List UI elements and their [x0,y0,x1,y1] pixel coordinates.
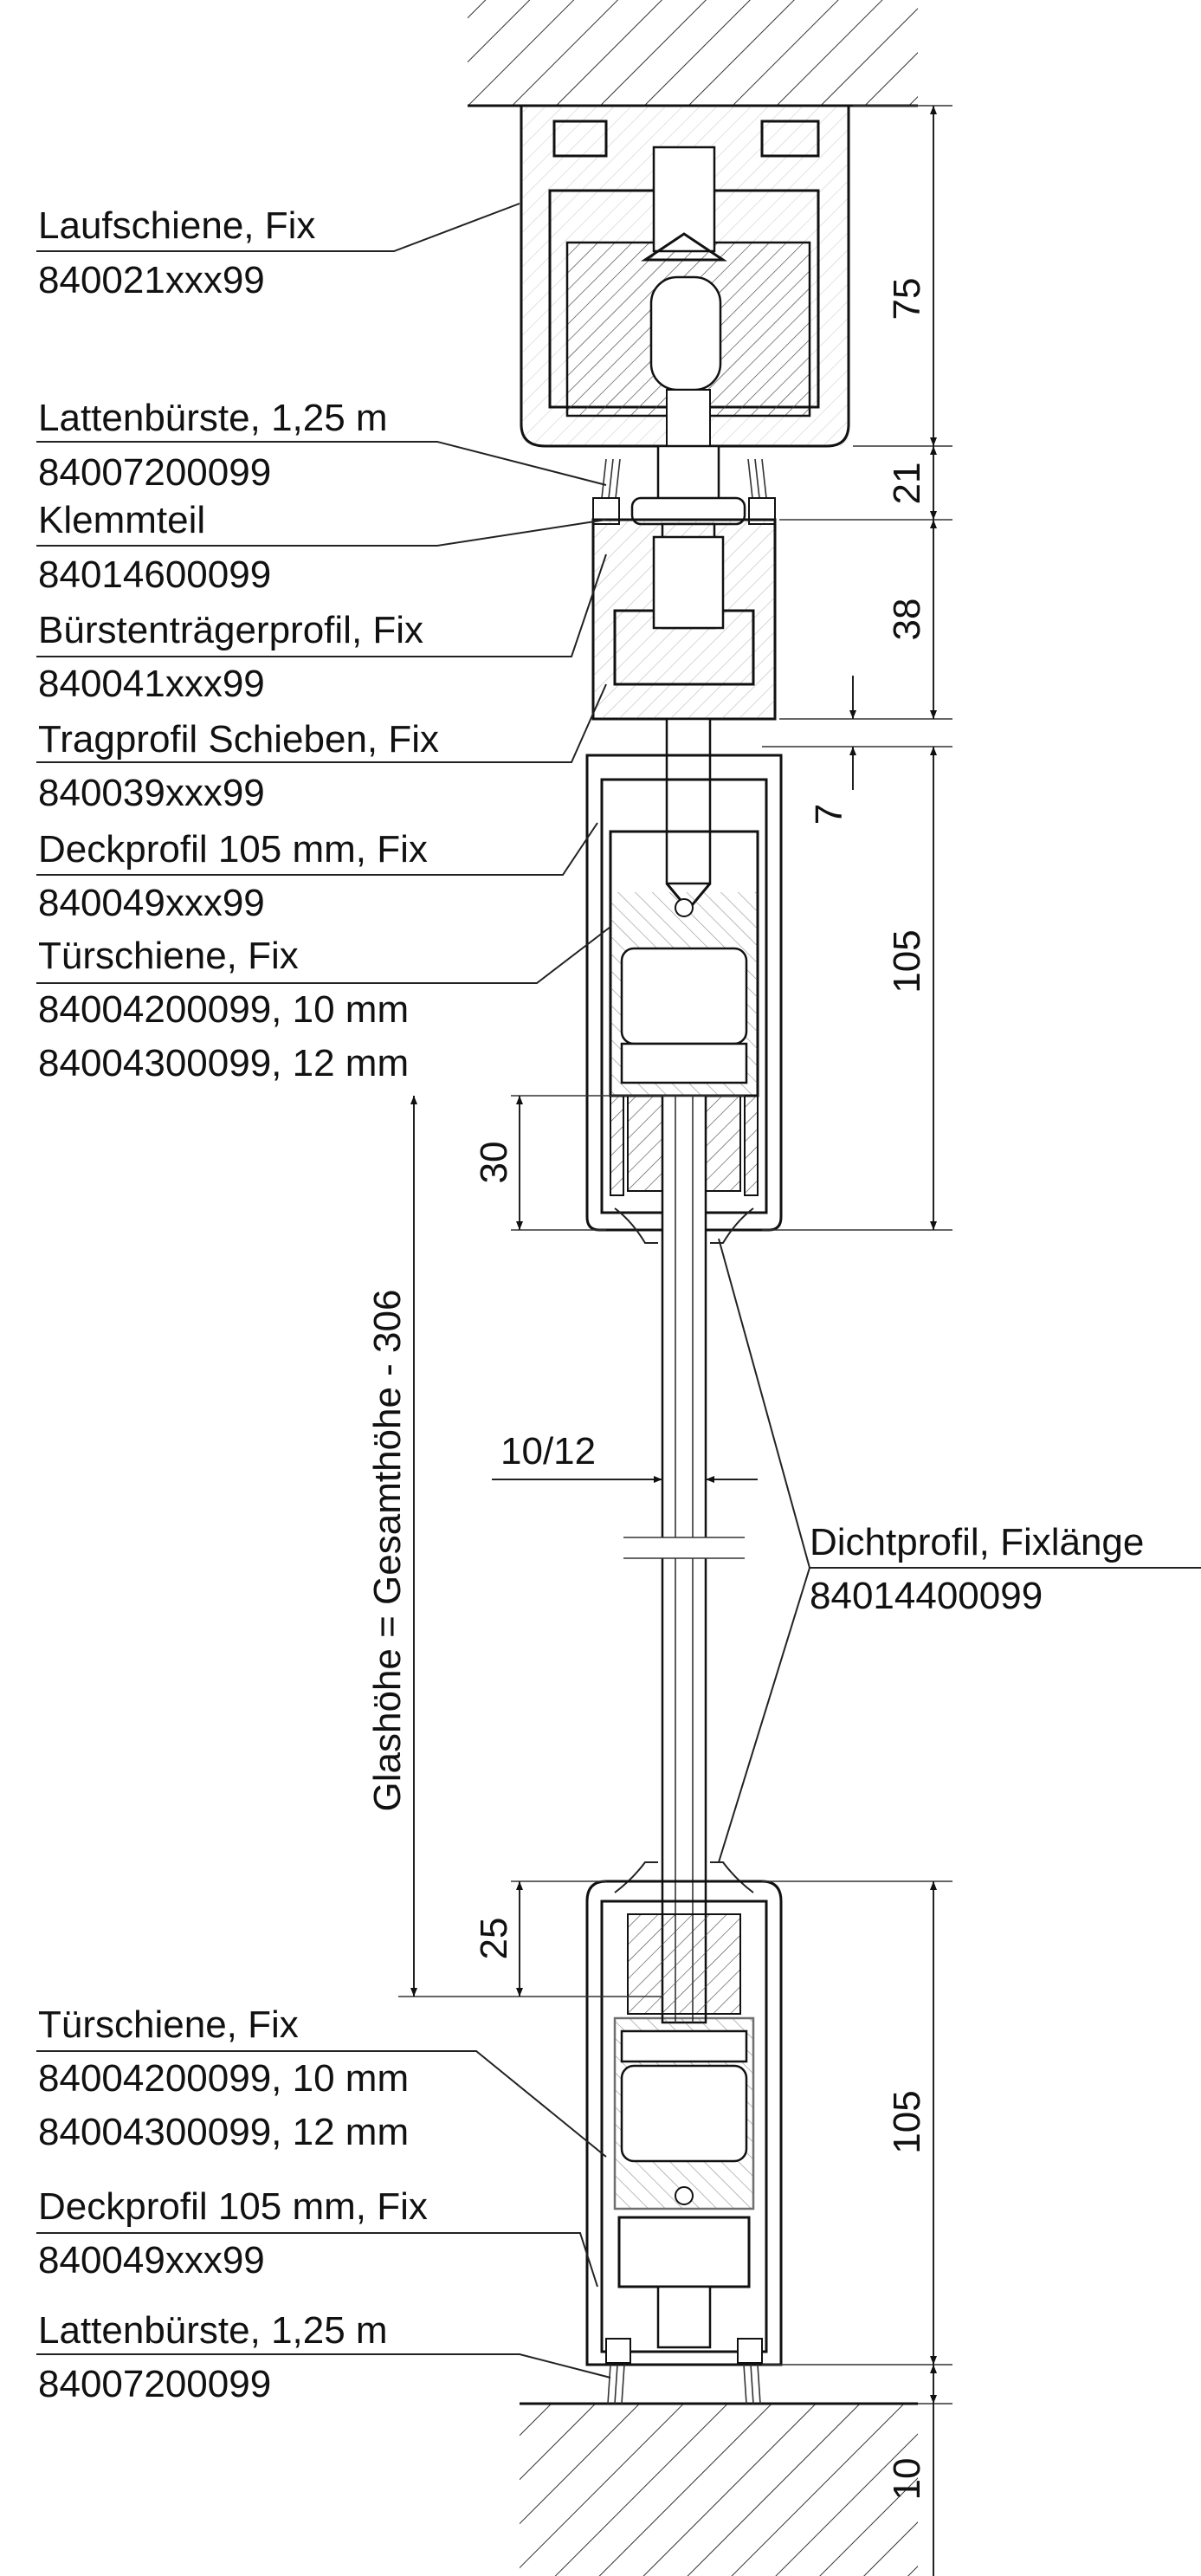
dimension-lines [398,105,952,2576]
label-klemmteil-code: 84014600099 [38,553,271,596]
label-dichtprofil-name: Dichtprofil, Fixlänge [810,1521,1144,1563]
part-labels: Laufschiene, Fix 840021xxx99 Lattenbürst… [38,204,1144,2405]
label-laufschiene-code: 840021xxx99 [38,259,265,301]
label-tuerschiene-bottom-code1: 84004200099, 10 mm [38,2057,409,2100]
ceiling-structure [468,0,918,107]
label-buerstentraeger-name: Bürstenträgerprofil, Fix [38,609,423,651]
label-laufschiene-name: Laufschiene, Fix [38,204,315,247]
dim-105-bottom: 105 [886,2090,928,2153]
dim-75: 75 [886,278,928,320]
buerstentraeger-profile [591,518,777,912]
label-lattenbuerste-top-name: Lattenbürste, 1,25 m [38,397,388,439]
label-tragprofil-code: 840039xxx99 [38,772,265,814]
dim-30: 30 [473,1142,515,1184]
label-tuerschiene-top-code1: 84004200099, 10 mm [38,988,409,1031]
dim-38: 38 [886,599,928,641]
dim-glass-height: Glashöhe = Gesamthöhe - 306 [366,1290,409,1812]
dim-21: 21 [886,463,928,505]
label-tragprofil-name: Tragprofil Schieben, Fix [38,718,439,761]
lattenbuerste-bottom-brushes [605,2338,763,2404]
leader-lines [36,203,1201,2379]
glass-pane [623,1094,745,2024]
label-lattenbuerste-top-code: 84007200099 [38,451,271,494]
tuerschiene-top [609,830,759,1196]
laufschiene-rail [520,104,850,460]
label-tuerschiene-bottom-code2: 84004300099, 12 mm [38,2111,409,2153]
dim-25: 25 [473,1918,515,1960]
floor-structure [520,2402,918,2576]
label-klemmteil-name: Klemmteil [38,499,205,541]
dim-105-top: 105 [886,929,928,993]
label-tuerschiene-top-code2: 84004300099, 12 mm [38,1042,409,1084]
dim-10: 10 [886,2458,928,2501]
tuerschiene-bottom [613,1913,755,2349]
label-deckprofil-bottom-code: 840049xxx99 [38,2239,265,2282]
label-deckprofil-top-code: 840049xxx99 [38,882,265,924]
label-tuerschiene-bottom-name: Türschiene, Fix [38,2003,299,2046]
label-deckprofil-top-name: Deckprofil 105 mm, Fix [38,828,428,871]
label-lattenbuerste-bottom-code: 84007200099 [38,2363,271,2405]
label-buerstentraeger-code: 840041xxx99 [38,663,265,705]
dichtprofil-seals [614,1207,754,1893]
label-tuerschiene-top-name: Türschiene, Fix [38,935,299,977]
label-dichtprofil-code: 84014400099 [810,1575,1043,1617]
dim-glass-thickness: 10/12 [500,1430,596,1472]
dim-7: 7 [808,804,850,825]
label-deckprofil-bottom-name: Deckprofil 105 mm, Fix [38,2185,428,2228]
dimension-texts: 75 21 38 7 105 30 10/12 Glashöhe = Gesam… [366,278,928,2501]
label-lattenbuerste-bottom-name: Lattenbürste, 1,25 m [38,2309,388,2352]
